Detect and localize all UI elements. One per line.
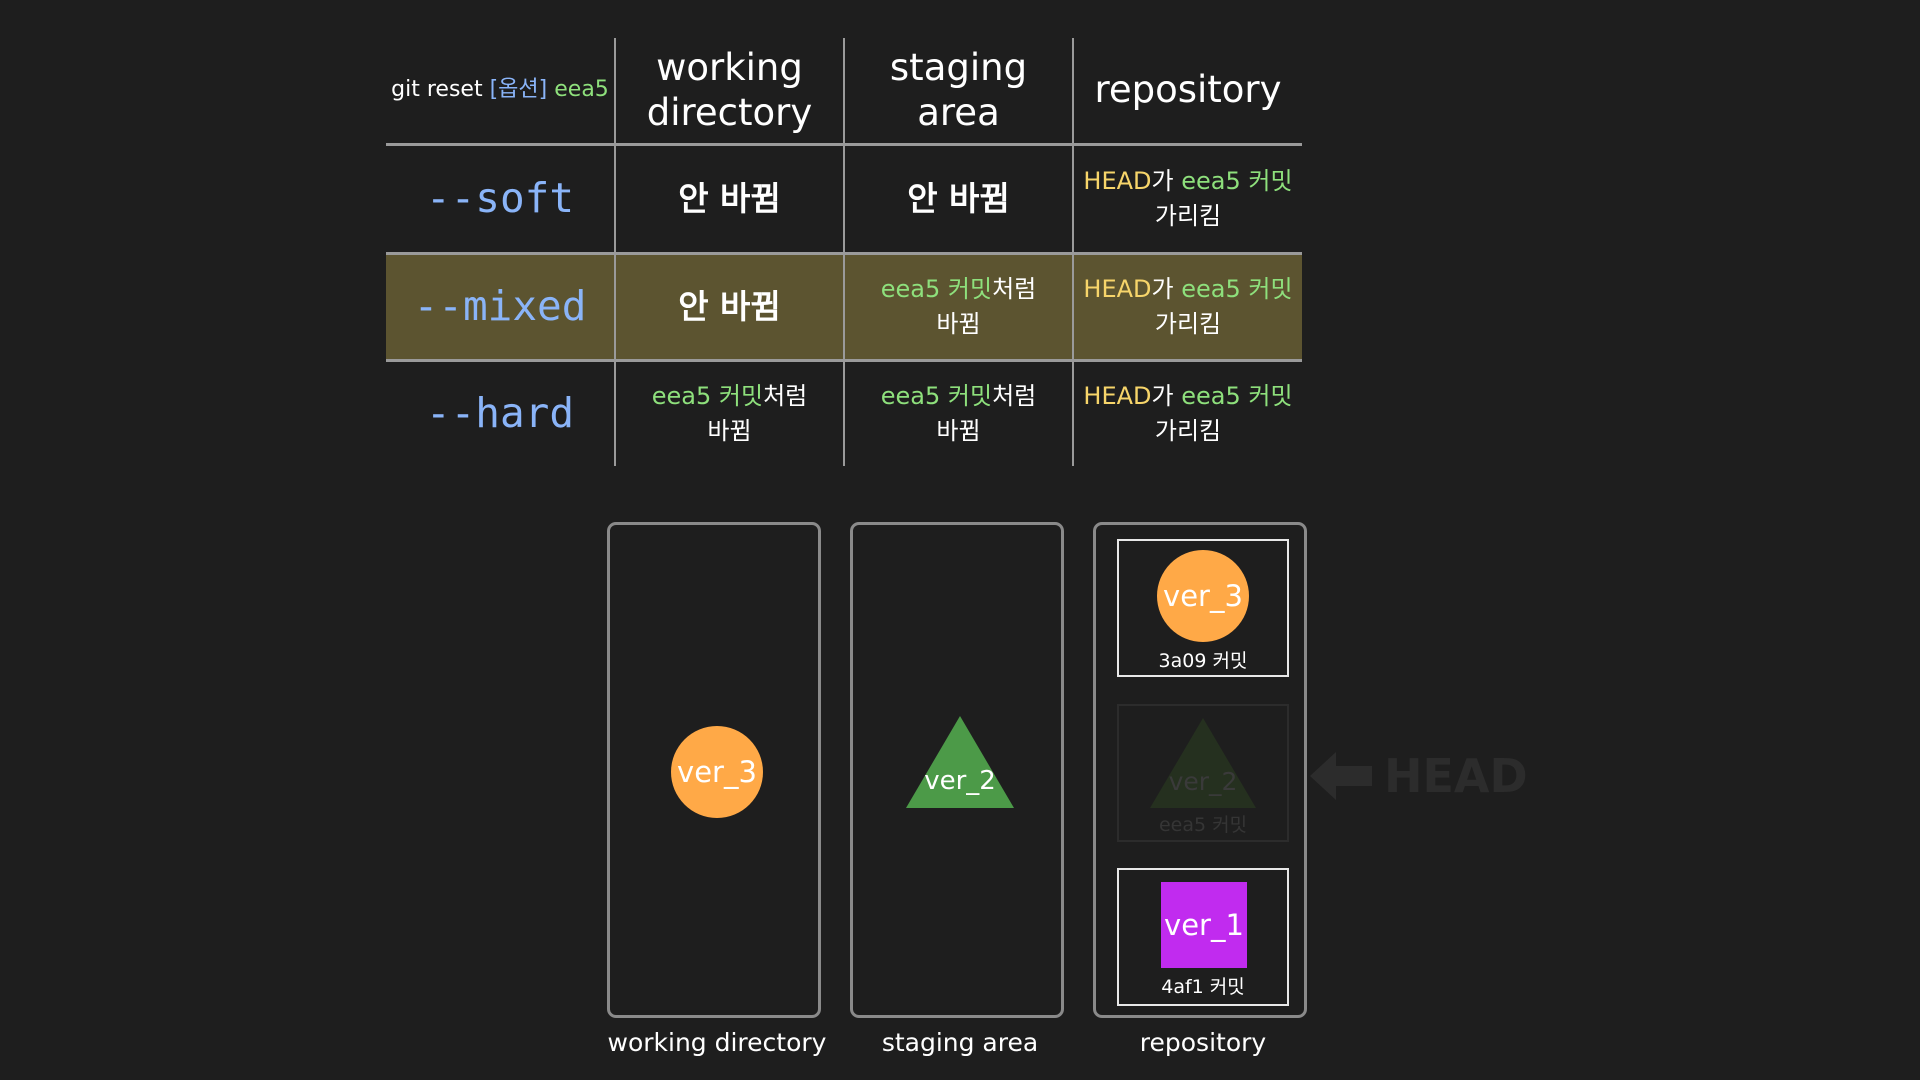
working-directory-panel (607, 522, 821, 1018)
mixed-repo-cell: HEAD가 eea5 커밋 가리킴 (1074, 255, 1302, 359)
hard-working-cell: eea5 커밋처럼 바뀜 (616, 362, 843, 466)
soft-staging-cell: 안 바뀜 (907, 179, 1010, 219)
head-word: HEAD (1083, 167, 1152, 196)
repo-ver2-triangle-faded: ver_2 (1150, 718, 1256, 808)
staging-area-label: staging area (881, 1028, 1039, 1057)
option-mixed: --mixed (413, 282, 587, 331)
cell-line: 바뀜 (707, 417, 752, 445)
repository-panel (1093, 522, 1307, 1018)
suffix: 처럼 (992, 275, 1037, 304)
commit-text: eea5 커밋 (1181, 382, 1293, 411)
soft-working-cell: 안 바뀜 (678, 179, 781, 219)
commit-text: eea5 커밋 (1181, 275, 1293, 304)
option-soft: --soft (425, 174, 575, 223)
commit-text: eea5 커밋 (880, 275, 993, 304)
hard-staging-cell: eea5 커밋처럼 바뀜 (845, 362, 1072, 466)
header-text: directory (646, 90, 813, 134)
ver2-label: ver_2 (924, 766, 996, 796)
suffix: 처럼 (992, 382, 1037, 411)
cell-line: 가리킴 (1154, 310, 1222, 338)
table-divider (386, 252, 1302, 255)
cell-line: 바뀜 (936, 417, 981, 445)
particle: 가 (1151, 382, 1174, 411)
commit-text: eea5 커밋 (651, 382, 764, 411)
header-text: area (917, 90, 1000, 134)
header-repository: repository (1074, 38, 1302, 143)
commit-id: eea5 (554, 77, 609, 103)
command-text: git reset (391, 77, 483, 103)
commit-4af1-box (1117, 868, 1289, 1006)
commit-text: eea5 커밋 (880, 382, 993, 411)
option-hard: --hard (425, 389, 575, 438)
repo-ver3-circle: ver_3 (1157, 550, 1249, 642)
table-divider (386, 143, 1302, 146)
header-text: staging (889, 46, 1028, 90)
repository-label: repository (1139, 1028, 1267, 1057)
commit-text: eea5 커밋 (1181, 167, 1293, 196)
header-text: repository (1094, 68, 1282, 112)
commit-3a09-caption: 3a09 커밋 (1158, 650, 1248, 672)
ver2-label: ver_2 (1169, 767, 1238, 796)
table-corner-command: git reset [옵션] eea5 (386, 38, 614, 143)
git-reset-table: git reset [옵션] eea5 working directory st… (386, 38, 1302, 466)
repo-ver1-square: ver_1 (1161, 882, 1247, 968)
cell-line: 가리킴 (1154, 202, 1222, 230)
header-staging-area: staging area (845, 38, 1072, 143)
working-directory-label: working directory (607, 1028, 827, 1057)
cell-line: 바뀜 (936, 310, 981, 338)
working-file-ver3-circle: ver_3 (671, 726, 763, 818)
commit-eea5-box (1117, 704, 1289, 842)
triangle-shape (906, 716, 1014, 808)
particle: 가 (1151, 275, 1174, 304)
head-pointer-label: HEAD (1384, 749, 1528, 803)
header-text: working (656, 46, 803, 90)
staging-area-panel (850, 522, 1064, 1018)
mixed-staging-cell: eea5 커밋처럼 바뀜 (845, 255, 1072, 359)
hard-repo-cell: HEAD가 eea5 커밋 가리킴 (1074, 362, 1302, 466)
triangle-shape (1150, 718, 1256, 808)
table-divider (386, 359, 1302, 362)
soft-repo-cell: HEAD가 eea5 커밋 가리킴 (1074, 146, 1302, 252)
particle: 가 (1151, 167, 1174, 196)
commit-eea5-caption: eea5 커밋 (1158, 814, 1248, 836)
head-word: HEAD (1083, 382, 1152, 411)
arrow-left-icon (1310, 752, 1372, 800)
staging-file-ver2-triangle: ver_2 (906, 716, 1014, 808)
suffix: 처럼 (763, 382, 808, 411)
cell-line: 가리킴 (1154, 417, 1222, 445)
mixed-working-cell: 안 바뀜 (678, 287, 781, 327)
commit-3a09-box (1117, 539, 1289, 677)
option-placeholder: [옵션] (489, 77, 548, 103)
commit-4af1-caption: 4af1 커밋 (1161, 976, 1245, 998)
header-working-directory: working directory (616, 38, 843, 143)
head-word: HEAD (1083, 275, 1152, 304)
